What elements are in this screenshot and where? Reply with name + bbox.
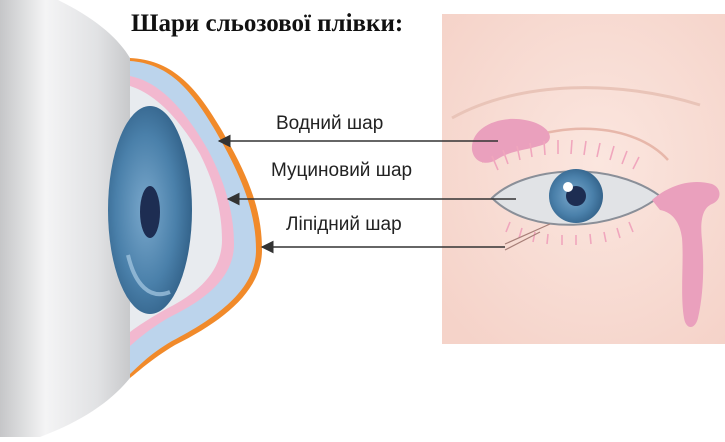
mucin-layer-label: Муциновий шар [271, 160, 412, 182]
eye-front-view [442, 14, 725, 344]
eyeball-side-view [0, 0, 262, 437]
lipid-layer-label: Ліпідний шар [286, 214, 402, 236]
front-eye-highlight [563, 182, 573, 192]
aqueous-layer-label: Водний шар [276, 113, 383, 135]
diagram-title: Шари сльозової плівки: [131, 10, 403, 38]
pupil [140, 186, 160, 238]
